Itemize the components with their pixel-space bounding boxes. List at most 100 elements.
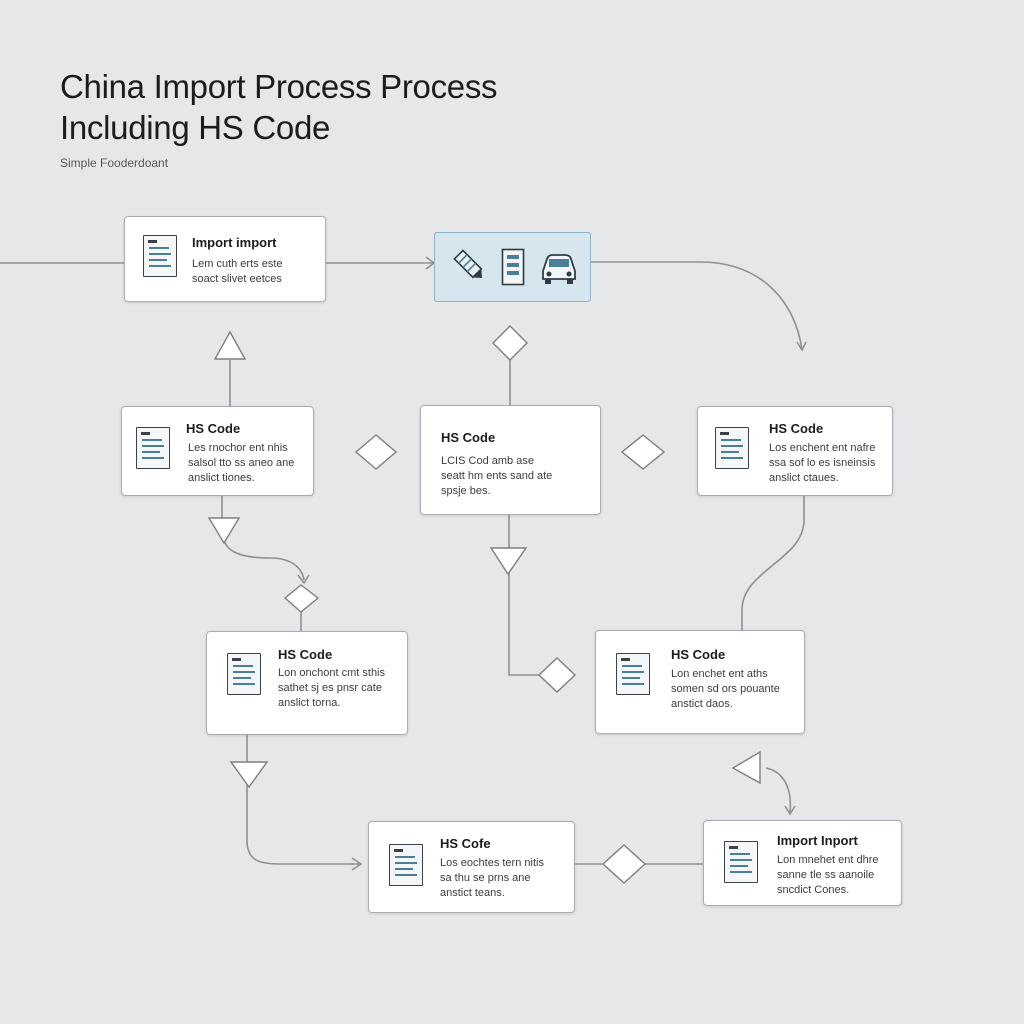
document-line [149, 265, 171, 267]
node-hs-code-2[interactable]: HS Code LCIS Cod amb ase seatt hm ents s… [420, 405, 601, 515]
document-tab [621, 658, 630, 661]
node-import-1[interactable]: Import import Lem cuth erts este soact s… [124, 216, 326, 302]
arrow-up-marker-1 [213, 330, 247, 360]
diamond-marker-4 [283, 584, 320, 613]
document-icon [724, 841, 758, 883]
node-title: Import Inport [777, 833, 858, 848]
form-field [507, 263, 519, 267]
page-title-line-2: Including HS Code [60, 109, 331, 146]
diamond-marker-5 [537, 657, 577, 693]
document-icon [389, 844, 423, 886]
document-line [730, 859, 752, 861]
document-line [730, 871, 752, 873]
car-headlight [546, 271, 552, 277]
pen-stripe [462, 258, 472, 268]
diamond-marker-1 [492, 325, 528, 361]
document-tab [394, 849, 403, 852]
arrowhead-5 [784, 805, 796, 816]
document-line [395, 868, 413, 870]
node-title: HS Code [671, 647, 726, 662]
document-line [142, 445, 164, 447]
node-description: LCIS Cod amb ase seatt hm ents sand ate … [441, 455, 553, 497]
document-icon [715, 427, 749, 469]
document-tab [720, 432, 729, 435]
car-icon [542, 254, 576, 284]
connector-3 [591, 261, 803, 351]
car-wheel [545, 279, 551, 284]
diamond-marker-2 [354, 434, 398, 470]
document-line [395, 874, 417, 876]
media-panel[interactable] [434, 232, 591, 302]
document-line [721, 445, 743, 447]
document-icon [616, 653, 650, 695]
document-icon [143, 235, 177, 277]
connector-6 [221, 496, 305, 581]
car-wheel [567, 279, 573, 284]
arrow-down-marker-1 [207, 517, 241, 545]
node-hs-code-4[interactable]: HS Code Lon onchont cmt sthis sathet sj … [206, 631, 408, 735]
connector-9 [741, 496, 805, 630]
connector-8 [508, 515, 540, 676]
node-description: Lon onchont cmt sthis sathet sj es pnsr … [278, 667, 386, 709]
node-title: HS Code [186, 421, 241, 436]
document-line [730, 853, 750, 855]
document-line [233, 671, 255, 673]
document-line [395, 862, 417, 864]
document-line [622, 671, 644, 673]
node-hs-code-1[interactable]: HS Code Les rnochor ent nhis salsol tto … [121, 406, 314, 496]
document-line [622, 665, 642, 667]
document-tab [141, 432, 150, 435]
pen-stripe [466, 262, 477, 273]
page-title-line-1: China Import Process Process [60, 68, 498, 105]
node-description: Lon enchet ent aths somen sd ors pouante… [671, 668, 780, 710]
document-icon [136, 427, 170, 469]
node-title: HS Code [278, 647, 333, 662]
connector-10 [246, 735, 360, 865]
arrowhead-2 [796, 341, 807, 352]
page-subtitle: Simple Fooderdoant [60, 156, 169, 170]
document-line [233, 665, 253, 667]
arrow-left-marker-1 [731, 750, 761, 785]
document-line [622, 677, 640, 679]
node-title: HS Cofe [440, 836, 491, 851]
node-description: Los eochtes tern nitis sa thu se prns an… [440, 857, 544, 899]
document-tab [148, 240, 157, 243]
pen-stripe [458, 254, 468, 264]
node-title: HS Code [441, 430, 496, 445]
document-line [142, 457, 164, 459]
document-line [142, 439, 162, 441]
connector-11 [765, 767, 792, 813]
car-headlight [566, 271, 572, 277]
document-tab [729, 846, 738, 849]
arrow-down-marker-2 [489, 547, 528, 576]
pen-tip [472, 268, 483, 279]
arrow-down-marker-3 [229, 761, 269, 789]
node-title: HS Code [769, 421, 824, 436]
node-description: Lem cuth erts este soact slivet eetces [192, 258, 283, 285]
document-line [233, 677, 251, 679]
node-hs-code-5[interactable]: HS Code Lon enchet ent aths somen sd ors… [595, 630, 805, 734]
form-field [507, 271, 519, 275]
document-line [149, 259, 167, 261]
form-icon [501, 248, 525, 286]
document-line [721, 451, 739, 453]
node-hs-code-3[interactable]: HS Code Los enchent ent nafre ssa sof lo… [697, 406, 893, 496]
node-description: Les rnochor ent nhis salsol tto ss aneo … [188, 442, 295, 484]
diamond-marker-6 [601, 844, 647, 884]
diamond-marker-3 [620, 434, 666, 470]
form-field [507, 255, 519, 259]
document-line [149, 247, 169, 249]
node-hs-code-6[interactable]: HS Cofe Los eochtes tern nitis sa thu se… [368, 821, 575, 913]
pen-icon [453, 249, 483, 279]
document-line [721, 439, 741, 441]
node-import-2[interactable]: Import Inport Lon mnehet ent dhre sanne … [703, 820, 902, 906]
arrowhead-4 [351, 857, 363, 871]
document-line [233, 683, 255, 685]
node-title: Import import [192, 235, 277, 250]
document-line [730, 865, 748, 867]
title-block: China Import Process Process Including H… [60, 66, 498, 170]
document-line [622, 683, 644, 685]
document-tab [232, 658, 241, 661]
document-line [395, 856, 415, 858]
